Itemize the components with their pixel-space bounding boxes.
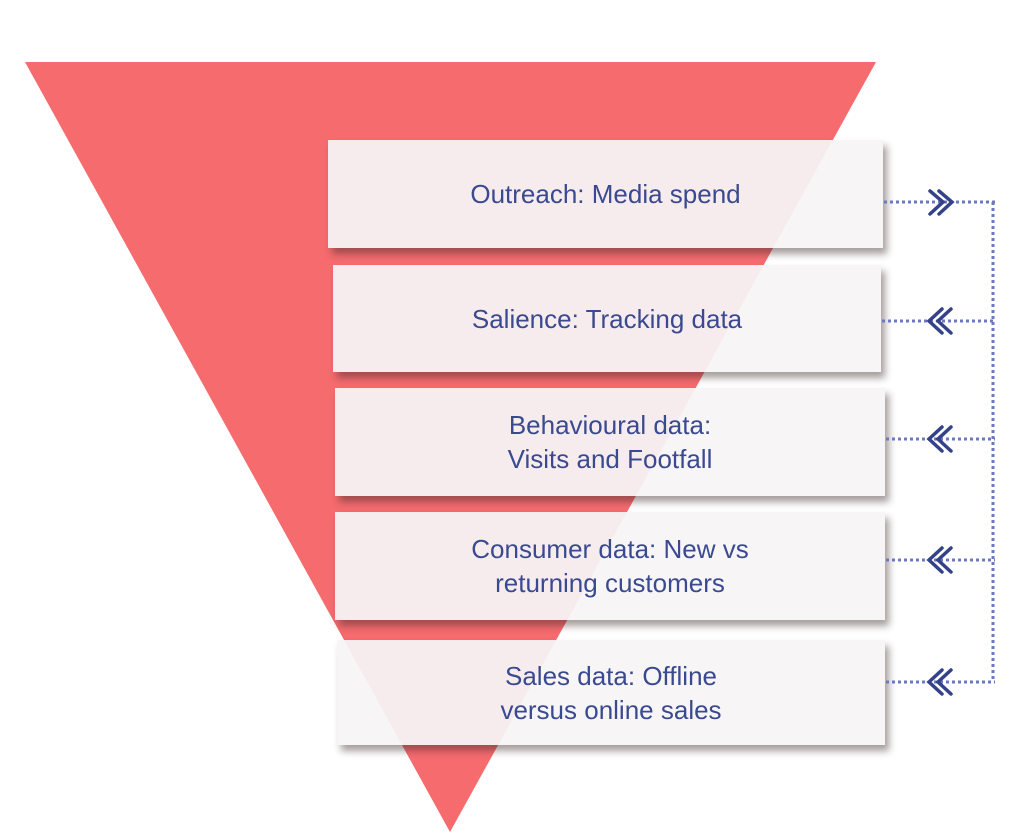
stage-label: Consumer data: New vs returning customer…	[471, 534, 749, 598]
stage-label: Outreach: Media spend	[470, 179, 741, 209]
stage-box-outreach: Outreach: Media spend	[328, 140, 883, 248]
stage-box-consumer: Consumer data: New vs returning customer…	[335, 512, 885, 620]
stage-box-sales: Sales data: Offline versus online sales	[337, 640, 885, 745]
double-chevron-left-icon	[926, 307, 953, 335]
stage-label: Salience: Tracking data	[471, 303, 743, 334]
double-chevron-left-icon	[926, 668, 953, 696]
stage-label: Behavioural data: Visits and Footfall	[507, 410, 713, 474]
stage-label: Sales data: Offline versus online sales	[500, 660, 722, 725]
double-chevron-left-icon	[926, 425, 953, 453]
double-chevron-left-icon	[926, 546, 953, 574]
stage-box-salience: Salience: Tracking data	[333, 265, 881, 372]
double-chevron-right-icon	[928, 189, 955, 216]
stage-box-behavioural: Behavioural data: Visits and Footfall	[335, 388, 885, 496]
